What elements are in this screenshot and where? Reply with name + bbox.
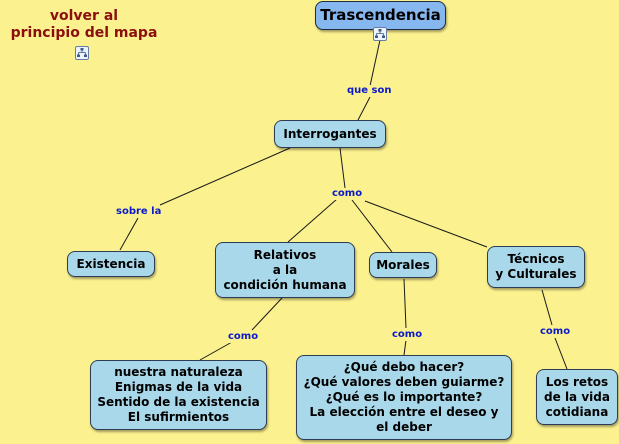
edge-como-preguntas: [403, 339, 407, 356]
node-relativos[interactable]: Relativos a la condición humana: [215, 242, 355, 298]
edge-relativos-como: [251, 297, 283, 331]
node-tecnicos[interactable]: Técnicos y Culturales: [487, 246, 585, 288]
link-label-como: como: [538, 326, 573, 338]
edge-morales-como: [403, 278, 407, 329]
edge-tecnicos-como: [541, 289, 553, 326]
link-label-sobre-la: sobre la: [114, 206, 164, 218]
node-nuestra-naturaleza[interactable]: nuestra naturaleza Enigmas de la vida Se…: [90, 360, 267, 430]
edge-como-retos: [554, 337, 568, 370]
edge-como-tecnicos: [364, 200, 488, 248]
node-trascendencia[interactable]: Trascendencia: [315, 1, 446, 30]
edge-como-relativos: [287, 198, 338, 243]
edge-queson-interrogantes: [357, 96, 371, 121]
node-retos[interactable]: Los retos de la vida cotidiana: [536, 369, 618, 425]
link-label-como: como: [390, 329, 425, 341]
edge-trascendencia-queson: [369, 39, 381, 87]
edge-como-morales: [351, 199, 393, 253]
node-morales[interactable]: Morales: [369, 252, 437, 278]
concept-map-icon[interactable]: [373, 27, 387, 41]
link-label-que-son: que son: [345, 85, 394, 97]
edge-interrogantes-sobrela: [159, 147, 291, 206]
back-to-map-start-link[interactable]: volver al principio del mapa: [10, 8, 158, 41]
link-label-como: como: [330, 188, 365, 200]
node-interrogantes[interactable]: Interrogantes: [274, 120, 386, 148]
edge-interrogantes-como: [339, 147, 346, 189]
node-que-debo-hacer[interactable]: ¿Qué debo hacer? ¿Qué valores deben guia…: [296, 355, 512, 440]
edge-como-naturaleza: [199, 341, 233, 361]
node-existencia[interactable]: Existencia: [67, 251, 155, 277]
edge-sobrela-existencia: [119, 217, 139, 251]
link-label-como: como: [226, 331, 261, 343]
concept-map-icon[interactable]: [75, 46, 89, 60]
